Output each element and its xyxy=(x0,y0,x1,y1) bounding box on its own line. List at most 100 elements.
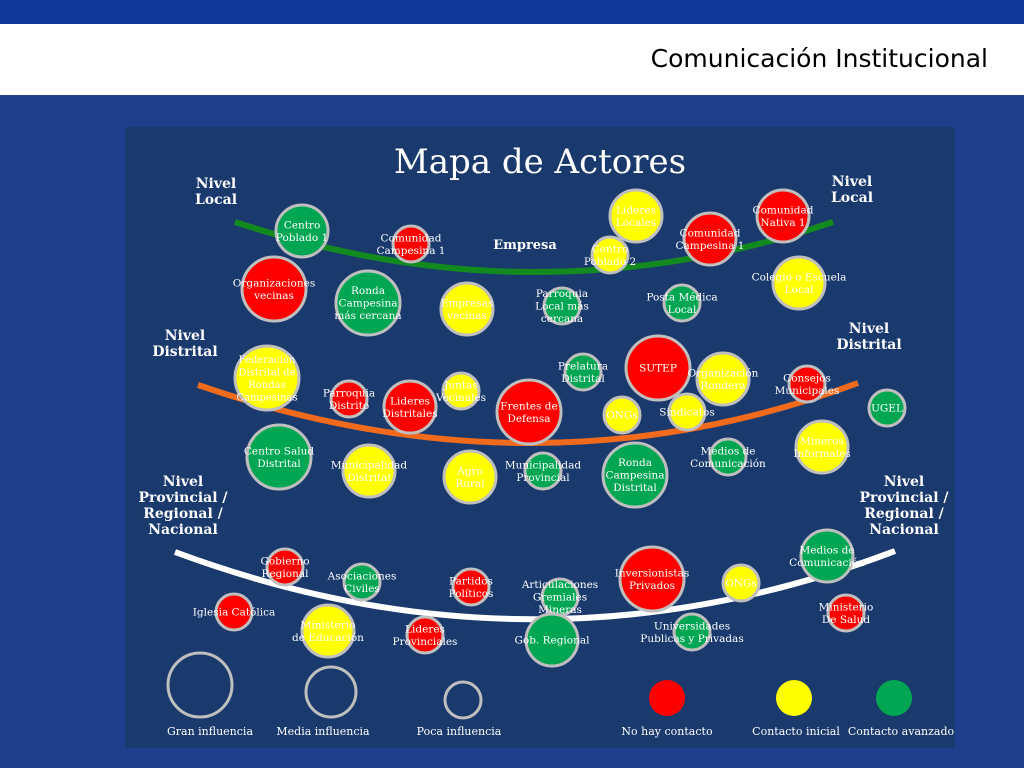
actor-circle xyxy=(391,224,431,264)
actor-circle xyxy=(602,395,642,435)
actor-circle xyxy=(667,392,707,432)
actor-circle xyxy=(405,615,445,655)
actor-circle xyxy=(240,255,308,323)
actor-circle xyxy=(382,379,438,435)
actor-node[interactable]: Sindicatos xyxy=(659,392,715,432)
actor-node[interactable]: Iglesia Católica xyxy=(193,592,275,632)
actor-circle xyxy=(524,612,580,668)
actor-label: UGEL xyxy=(871,403,903,415)
actor-label: Sindicatos xyxy=(659,407,714,419)
actor-circle xyxy=(542,286,582,326)
legend-label-poca: Poca influencia xyxy=(417,725,502,738)
actor-circle xyxy=(787,364,827,404)
actor-circle xyxy=(233,344,301,412)
actor-circle xyxy=(624,334,692,402)
map-title: Mapa de Actores xyxy=(394,142,686,182)
actor-circle xyxy=(799,528,855,584)
actor-circle xyxy=(495,378,563,446)
legend-gran-influence-circle xyxy=(166,651,234,719)
actor-circle xyxy=(771,255,827,311)
actor-circle xyxy=(245,423,313,491)
actor-circle xyxy=(441,371,481,411)
actor-node[interactable]: ONGs xyxy=(721,563,761,603)
legend-label-green: Contacto avanzado xyxy=(848,725,955,738)
actor-label: ONGs xyxy=(725,578,757,590)
actor-circle xyxy=(755,188,811,244)
actor-circle xyxy=(672,612,712,652)
legend-poca-influence-circle xyxy=(443,680,483,720)
actor-node[interactable]: SUTEP xyxy=(624,334,692,402)
actor-node[interactable]: UGEL xyxy=(867,388,907,428)
header-bar: Comunicación Institucional xyxy=(0,24,1024,95)
legend-label-red: No hay contacto xyxy=(621,725,713,738)
actor-node[interactable]: ONGs xyxy=(602,395,642,435)
legend-label-media: Media influencia xyxy=(276,725,370,738)
actor-circle xyxy=(682,211,738,267)
actor-circle xyxy=(618,545,686,613)
actor-node[interactable]: Gob. Regional xyxy=(514,612,590,668)
actor-circle xyxy=(826,593,866,633)
actor-circle xyxy=(523,451,563,491)
actor-label: ONGs xyxy=(606,410,638,422)
actor-circle xyxy=(442,449,498,505)
actor-circle xyxy=(590,235,630,275)
actor-label: SUTEP xyxy=(639,363,677,375)
